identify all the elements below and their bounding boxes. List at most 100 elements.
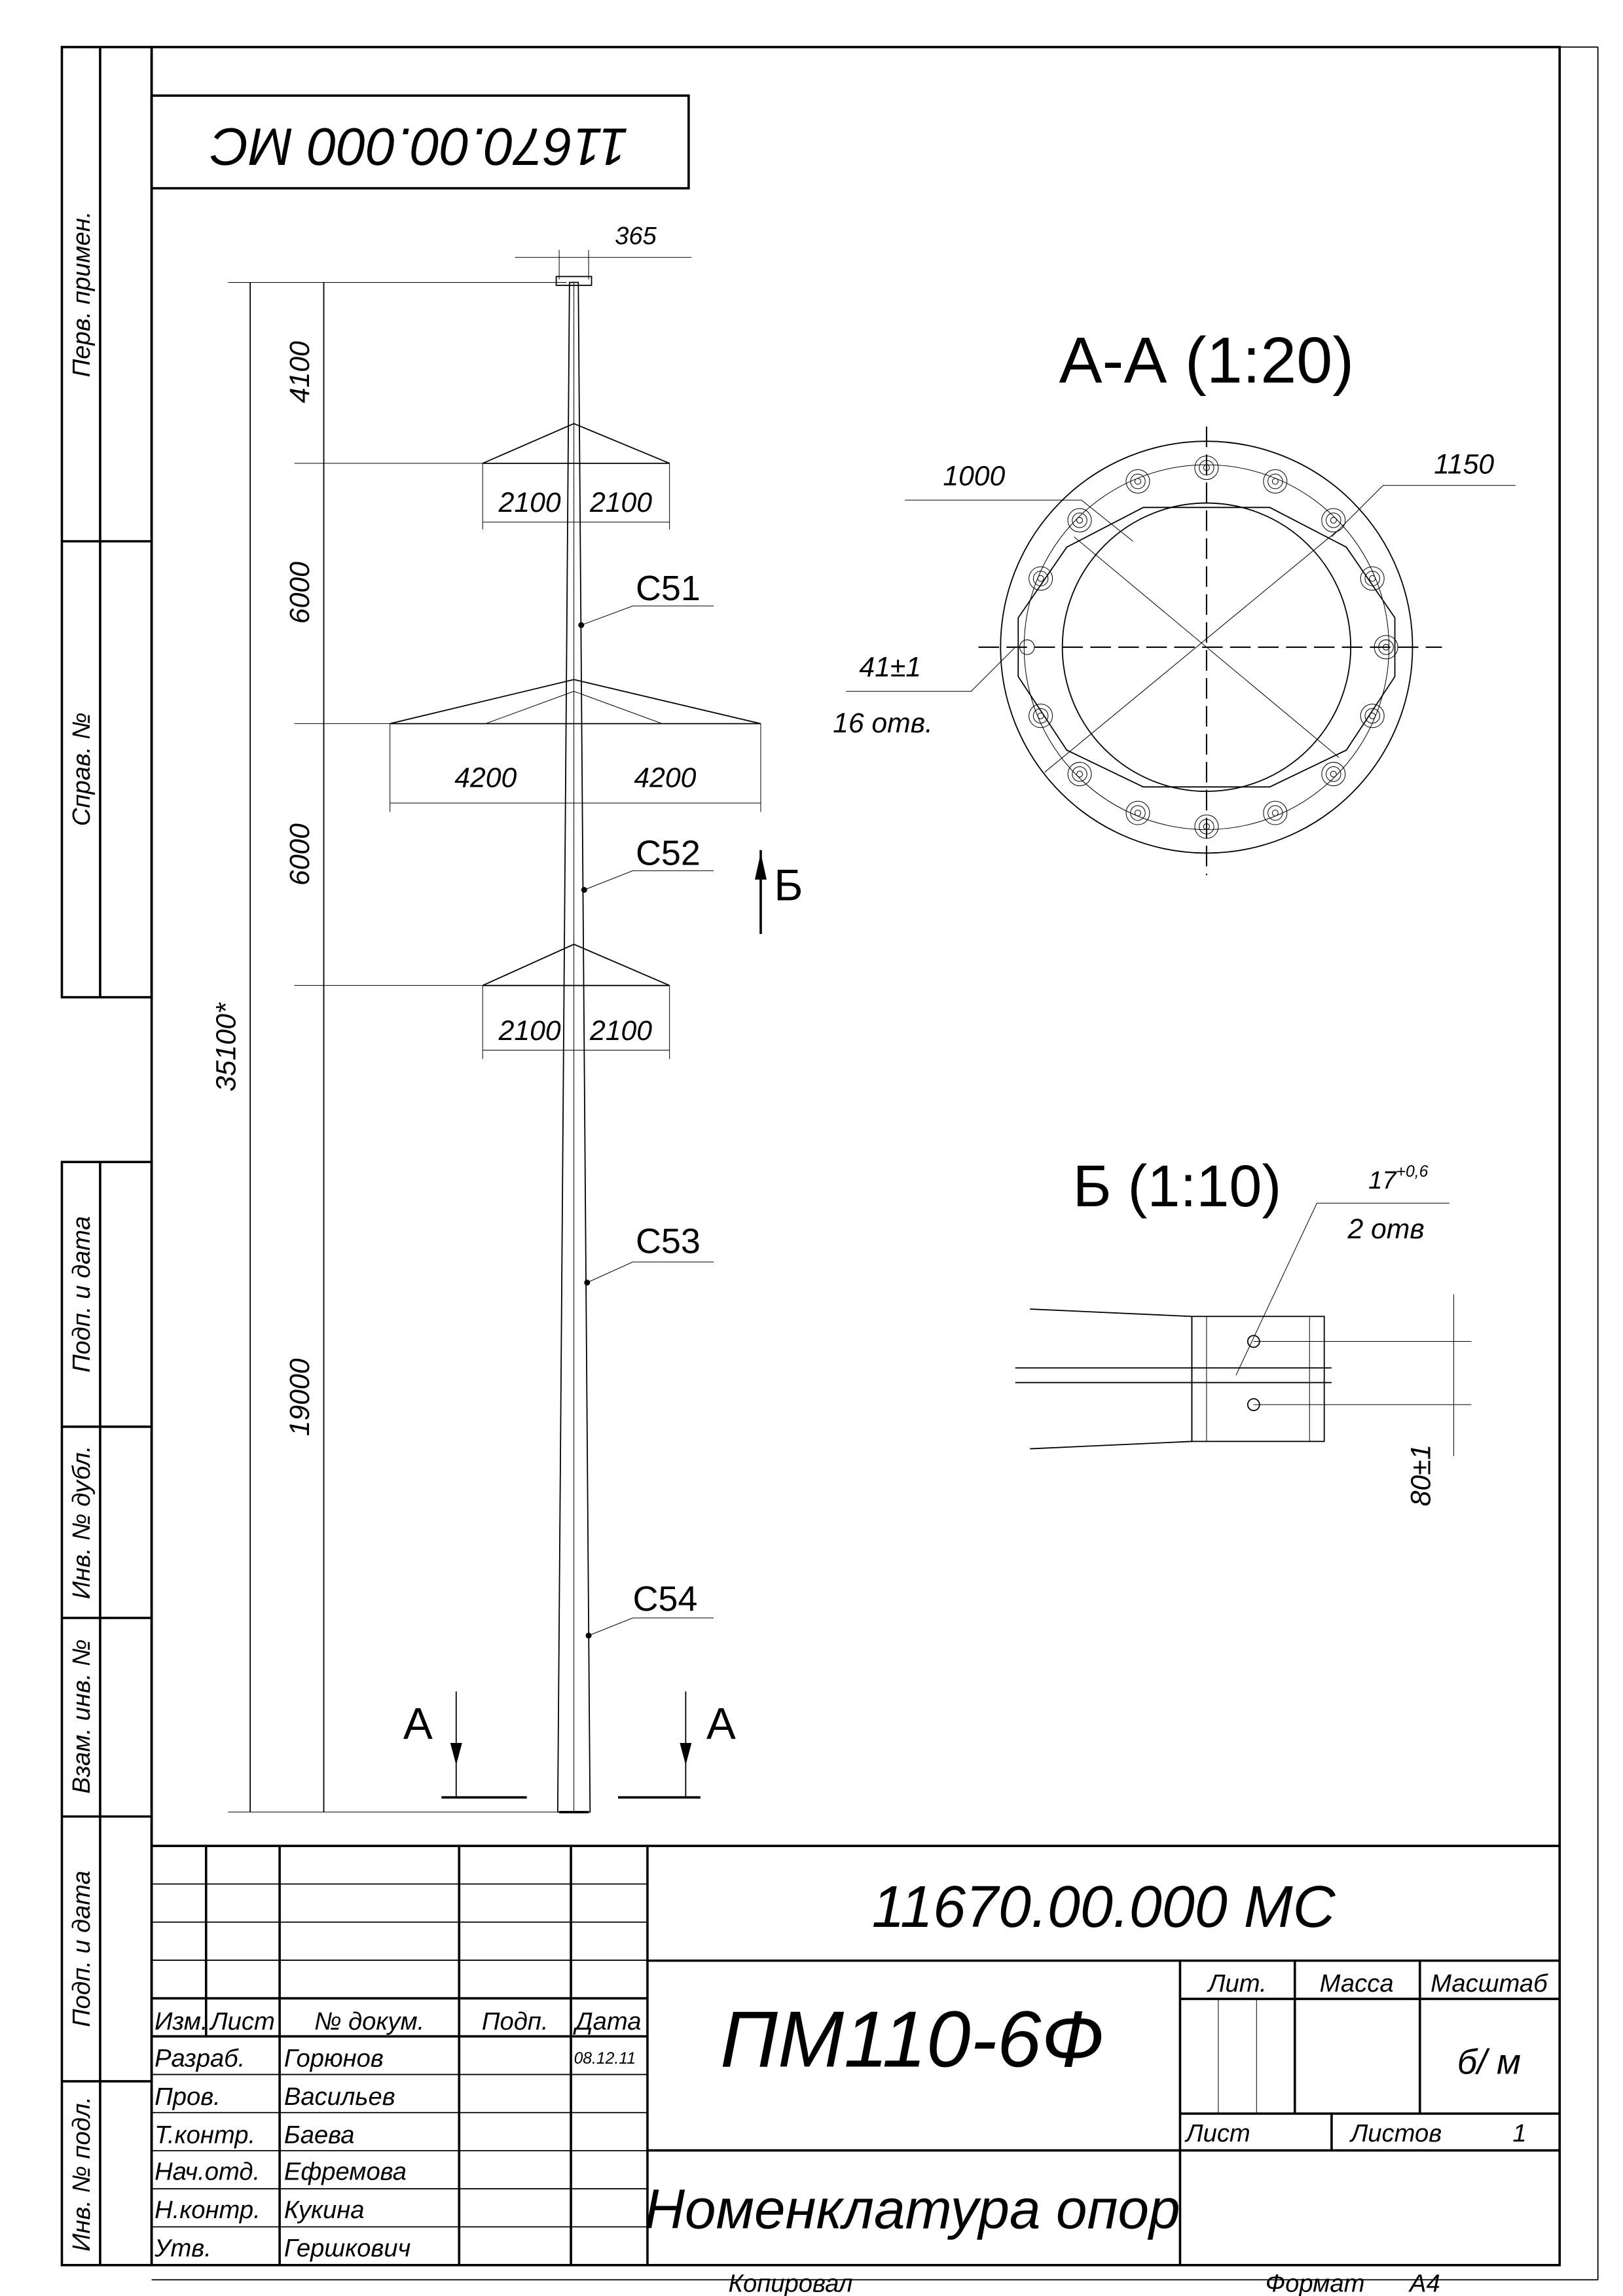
person: Баева [284,2121,355,2149]
bolt-hole [1019,639,1035,655]
scale-label: Масштаб [1431,1969,1548,1998]
bolt [1199,819,1214,834]
bolt [1134,810,1141,817]
arm-dim: 4200 [454,762,517,793]
bolt [1369,575,1376,582]
signature-row: Н.контр. Кукина [155,2196,364,2224]
bolt [1326,766,1341,782]
role: Разраб. [155,2044,245,2072]
bolt [1330,516,1337,524]
arm-dim: 2100 [589,1015,652,1047]
header-sign: Подп. [482,2007,549,2036]
bolt [1072,766,1087,782]
hole-size: 41±1 [859,652,921,683]
signature-row: Разраб. Горюнов 08.12.11 [155,2044,636,2072]
sheets-value: 1 [1512,2119,1526,2147]
total-height-dim: 35100* [211,1002,242,1092]
person: Гершкович [284,2234,411,2262]
side-label: Подп. и дата [67,1216,96,1372]
side-label: Инв. № подл. [67,2096,96,2251]
bolt [1378,639,1394,655]
bolt [1194,456,1219,480]
section-label: С52 [636,833,701,872]
bolt [1029,566,1053,591]
bolt [1267,473,1283,490]
bolt [1194,814,1219,839]
arm-dim: 4200 [634,762,696,793]
view-aa-title: А-А (1:20) [1059,323,1355,396]
sheet-frame [60,46,1599,2281]
side-labels: Перв. примен. Справ. № Подп. и дата Инв.… [67,211,96,2251]
bolt [1321,762,1346,787]
section-mark-a-left: А [403,1699,433,1748]
copied-label: Копировал [729,2269,853,2296]
header-doc: № докум. [314,2007,424,2036]
role: Нач.отд. [155,2157,260,2185]
side-label: Взам. инв. № [67,1639,96,1793]
hole-count: 16 отв. [833,708,933,739]
bolt [1330,770,1337,778]
bolt [1267,805,1283,821]
view-b: Б (1:10) 17+0,6 2 отв 80±1 [1015,1154,1472,1507]
bolt [1271,478,1279,485]
format-value: А4 [1408,2269,1440,2296]
top-stamp: 11670.00.000 МС [210,117,628,176]
bolt [1199,459,1214,476]
bolt [1130,805,1146,821]
person: Ефремова [284,2157,407,2185]
bolt [1326,512,1341,528]
tower-drawing: 365 35100* 4100 6000 6000 19000 2100 210… [211,222,803,1814]
bolt [1067,508,1092,533]
view-aa: А-А (1:20) 1000 1150 41±1 16 отв. [833,323,1516,876]
side-label: Подп. и дата [67,1871,96,2027]
bolt [1125,800,1150,825]
bolt [1032,571,1049,586]
section-mark-b: Б [774,861,803,910]
bolt [1203,464,1210,471]
spacing-dim: 80±1 [1405,1444,1436,1507]
signature-row: Пров. Васильев [155,2083,395,2111]
person: Горюнов [284,2044,384,2072]
side-label: Перв. примен. [67,211,96,378]
bolt [1037,712,1044,719]
signature-row: Утв. Гершкович [154,2234,410,2262]
view-b-title: Б (1:10) [1073,1154,1282,1219]
bolt [1067,762,1092,787]
sheets-label: Листов [1349,2119,1442,2147]
product-code: ПМ110-6Ф [720,1994,1104,2083]
side-label: Справ. № [67,713,96,827]
top-stamp-box [150,94,690,190]
role: Н.контр. [155,2196,261,2224]
bolt [1130,473,1146,490]
person: Кукина [284,2196,365,2224]
bolt [1029,704,1053,728]
bolt [1125,469,1150,493]
role: Пров. [155,2083,221,2111]
header-list: Лист [208,2007,274,2036]
arm-dim: 2100 [589,487,652,518]
arm-dim: 2100 [498,1015,561,1047]
role: Т.контр. [155,2121,255,2149]
bolt [1263,469,1288,493]
lit-label: Лит. [1206,1969,1266,1998]
segment-dim: 4100 [284,341,316,403]
person: Васильев [284,2083,395,2111]
section-mark-a-right: А [706,1699,736,1748]
bolt [1364,708,1380,724]
scale-value: б/ м [1457,2043,1521,2082]
bolt [1383,643,1390,651]
role: Утв. [154,2234,211,2262]
top-width-dim: 365 [615,222,657,250]
hole-size-b: 17+0,6 [1368,1163,1429,1194]
sheet-label: Лист [1184,2119,1250,2147]
bolt [1321,508,1346,533]
bolt [1364,571,1380,586]
bolt [1072,512,1087,528]
document-name: Номенклатура опор [644,2179,1180,2241]
dim-outer: 1150 [1434,449,1494,480]
bolt [1032,708,1049,724]
header-izm: Изм. [155,2007,208,2036]
bolt [1360,704,1385,728]
bolt [1263,800,1288,825]
